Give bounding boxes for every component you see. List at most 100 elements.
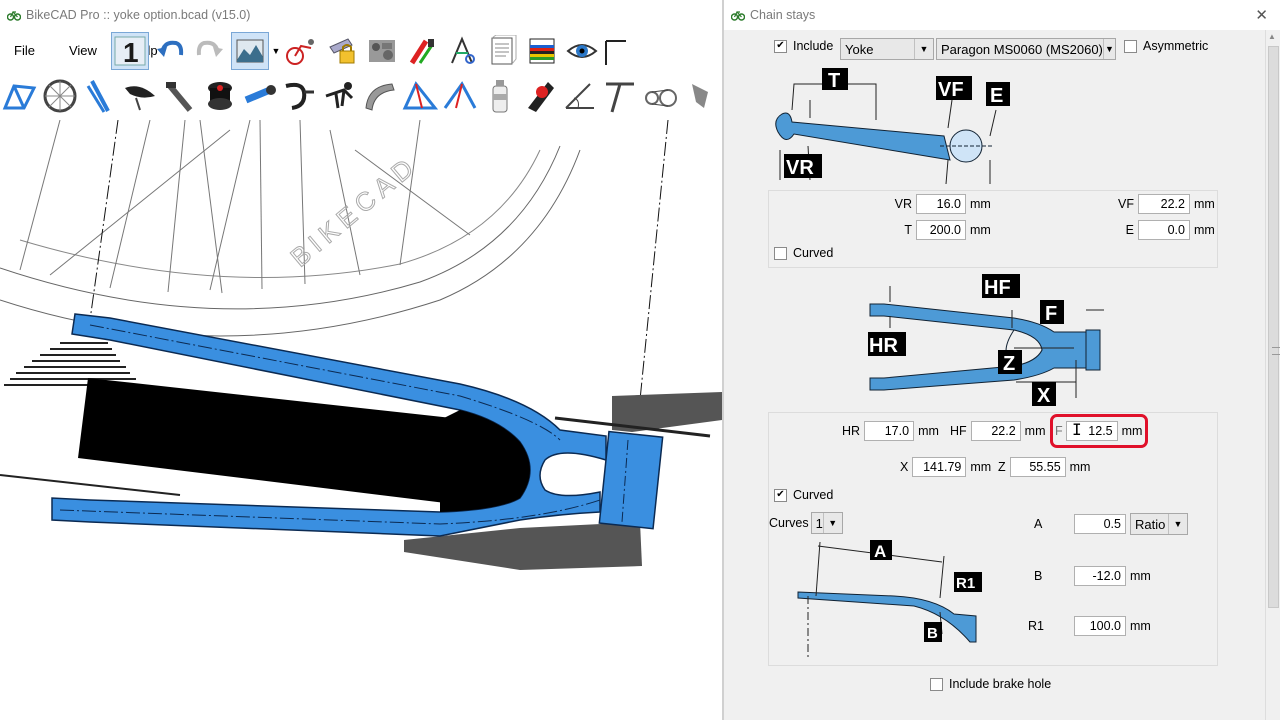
eye-icon[interactable] xyxy=(564,33,600,69)
x-row: X mm xyxy=(900,457,991,477)
x-unit: mm xyxy=(970,460,992,474)
z-label: Z xyxy=(998,460,1006,474)
t-input[interactable] xyxy=(916,220,966,240)
seat-stay-icon[interactable] xyxy=(442,78,478,114)
handlebar-icon[interactable] xyxy=(282,78,318,114)
svg-text:1: 1 xyxy=(123,37,139,68)
components-icon[interactable] xyxy=(364,33,400,69)
part-select-value: Paragon MS0060 (MS2060) xyxy=(941,41,1103,57)
e-label: E xyxy=(1125,223,1134,237)
diagram-label-z: Z xyxy=(1003,353,1015,375)
fender-icon[interactable] xyxy=(362,78,398,114)
headset-icon[interactable] xyxy=(202,78,238,114)
curved2-checkbox[interactable]: ✔ xyxy=(774,488,787,502)
type-select[interactable]: Yoke ▼ xyxy=(840,38,934,60)
menu-view[interactable]: View xyxy=(62,43,107,58)
include-checkbox[interactable]: ✔ xyxy=(774,39,787,53)
asymmetric-checkbox[interactable] xyxy=(1124,39,1137,53)
angle-tool-icon[interactable] xyxy=(562,78,598,114)
chain-stay-drawing: BIKECAD xyxy=(0,120,722,570)
menu-file[interactable]: File xyxy=(7,43,45,58)
rider-icon[interactable] xyxy=(322,78,358,114)
part-select[interactable]: Paragon MS0060 (MS2060) ▼ xyxy=(936,38,1116,60)
scroll-thumb[interactable] xyxy=(1268,46,1280,608)
type-select-value: Yoke xyxy=(845,41,874,57)
one-frame-icon[interactable]: 1 xyxy=(111,32,149,70)
bike-fit-icon[interactable] xyxy=(284,33,320,69)
drawing-canvas[interactable]: BIKECAD xyxy=(0,120,722,720)
background-image-icon[interactable] xyxy=(231,32,269,70)
tire-icon[interactable] xyxy=(522,78,558,114)
e-input[interactable] xyxy=(1138,220,1190,240)
f-input[interactable] xyxy=(1065,421,1118,441)
rim-watermark: BIKECAD xyxy=(285,149,424,272)
hf-input[interactable] xyxy=(970,421,1021,441)
dialog-titlebar: Chain stays ✕ xyxy=(724,0,1280,30)
vr-label: VR xyxy=(894,197,912,211)
main-window-title: BikeCAD Pro :: yoke option.bcad (v15.0) xyxy=(26,8,251,22)
fork-icon[interactable] xyxy=(82,78,118,114)
chevron-down-icon[interactable]: ▼ xyxy=(271,46,281,56)
chainstay-side-diagram: T VF E VR xyxy=(775,68,1010,185)
curved2-label: Curved xyxy=(793,488,834,502)
curved1-checkbox[interactable] xyxy=(774,246,787,260)
brake-hole-checkbox[interactable] xyxy=(930,677,943,691)
drivetrain-icon[interactable] xyxy=(642,78,678,114)
menu-file-label: File xyxy=(14,42,35,58)
close-icon[interactable]: ✕ xyxy=(1255,7,1268,24)
diagram-label-f: F xyxy=(1045,303,1057,325)
dialog-scrollbar[interactable]: ▲ xyxy=(1265,30,1280,720)
curved2-row: ✔ Curved xyxy=(774,488,833,502)
undo-icon[interactable] xyxy=(152,33,188,69)
brake-hole-label: Include brake hole xyxy=(949,677,1052,691)
hr-row: HR mm xyxy=(842,421,939,441)
z-input[interactable] xyxy=(1009,457,1066,477)
a-input[interactable] xyxy=(1074,514,1126,534)
vf-input[interactable] xyxy=(1138,194,1190,214)
hr-unit: mm xyxy=(918,424,939,438)
yoke-top-diagram: HF F HR Z X xyxy=(868,274,1104,407)
curves-select[interactable]: 1 ▼ xyxy=(810,512,843,534)
diagram-label-a: A xyxy=(874,542,886,561)
wheel-icon[interactable] xyxy=(42,78,78,114)
hf-unit: mm xyxy=(1024,424,1046,438)
lock-icon[interactable] xyxy=(324,33,360,69)
dropout-icon[interactable] xyxy=(682,78,718,114)
diagram-label-x: X xyxy=(1037,385,1051,407)
r1-label: R1 xyxy=(1028,619,1044,633)
chevron-down-icon: ▼ xyxy=(1102,39,1115,59)
curves-select-value: 1 xyxy=(815,515,823,531)
a-mode-select[interactable]: Ratio ▼ xyxy=(1130,513,1188,535)
world-champion-icon[interactable] xyxy=(524,33,560,69)
saddle-icon[interactable] xyxy=(122,78,158,114)
toolbar-top: 1 ▼ xyxy=(110,30,630,72)
r1-unit: mm xyxy=(1130,619,1151,633)
include-label: Include xyxy=(793,39,834,53)
diagram-label-r1: R1 xyxy=(956,575,975,592)
scroll-up-icon[interactable]: ▲ xyxy=(1268,32,1276,41)
dimension-tool-icon[interactable] xyxy=(444,33,480,69)
b-input[interactable] xyxy=(1074,566,1126,586)
rear-triangle-icon[interactable] xyxy=(402,78,438,114)
arrow-tool-icon[interactable] xyxy=(604,33,628,69)
t-square-icon[interactable] xyxy=(602,78,638,114)
vr-input[interactable] xyxy=(916,194,966,214)
f-unit: mm xyxy=(1121,424,1143,438)
x-input[interactable] xyxy=(912,457,967,477)
r1-input[interactable] xyxy=(1074,616,1126,636)
diagram-label-hr: HR xyxy=(869,335,898,357)
paint-icon[interactable] xyxy=(404,33,440,69)
t-row: T mm xyxy=(892,220,991,240)
seatpost-icon[interactable] xyxy=(162,78,198,114)
frame-icon[interactable] xyxy=(2,78,38,114)
bottle-icon[interactable] xyxy=(482,78,518,114)
vf-unit: mm xyxy=(1194,197,1215,211)
diagram-label-vr: VR xyxy=(786,157,814,179)
f-row: F mm xyxy=(1055,421,1142,441)
vf-row: VF mm xyxy=(1116,194,1215,214)
stem-icon[interactable] xyxy=(242,78,278,114)
redo-icon[interactable] xyxy=(192,33,228,69)
bikecad-main-window: BikeCAD Pro :: yoke option.bcad (v15.0) … xyxy=(0,8,722,720)
hr-input[interactable] xyxy=(864,421,915,441)
notes-icon[interactable] xyxy=(484,33,520,69)
